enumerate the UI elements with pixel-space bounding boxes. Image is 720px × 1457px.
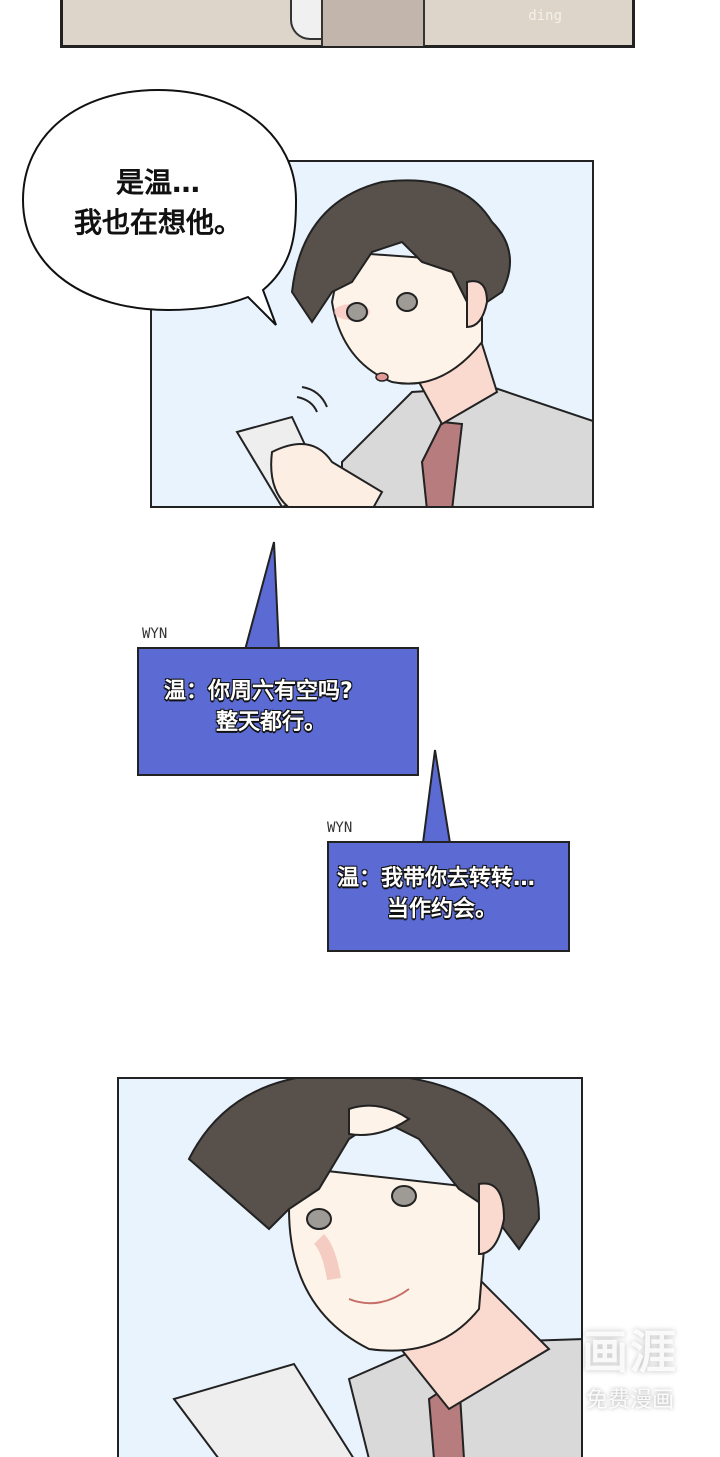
watermark-tagline: 免费漫画 [585, 1388, 674, 1413]
message-notification-2: WYN 温：我带你去转转… 当作约会。 [327, 748, 570, 952]
character-illustration [172, 1079, 581, 1457]
figure-coat [321, 0, 425, 46]
message-line-1: 温：你周六有空吗? [164, 679, 353, 704]
top-panel: ding [60, 0, 635, 48]
message-line-2: 当作约会。 [387, 897, 498, 922]
speech-bubble-shape [21, 88, 298, 326]
watermark-brand: 画涯 [582, 1325, 678, 1379]
message-line-2: 整天都行。 [216, 710, 327, 735]
message-line-1: 温：我带你去转转… [337, 866, 536, 891]
sfx-ding: ding [528, 8, 562, 24]
speech-line-2: 我也在想他。 [73, 206, 242, 239]
character-illustration [235, 179, 592, 506]
speech-line-1: 是温… [115, 166, 200, 199]
watermark: 画涯 免费漫画 [565, 1316, 695, 1414]
panel-smile [117, 1077, 583, 1457]
message-sender: WYN [142, 626, 168, 642]
message-notification-1: WYN 温：你周六有空吗? 整天都行。 [137, 540, 419, 776]
speech-bubble: 是温… 我也在想他。 [18, 85, 298, 330]
message-sender: WYN [327, 820, 353, 836]
